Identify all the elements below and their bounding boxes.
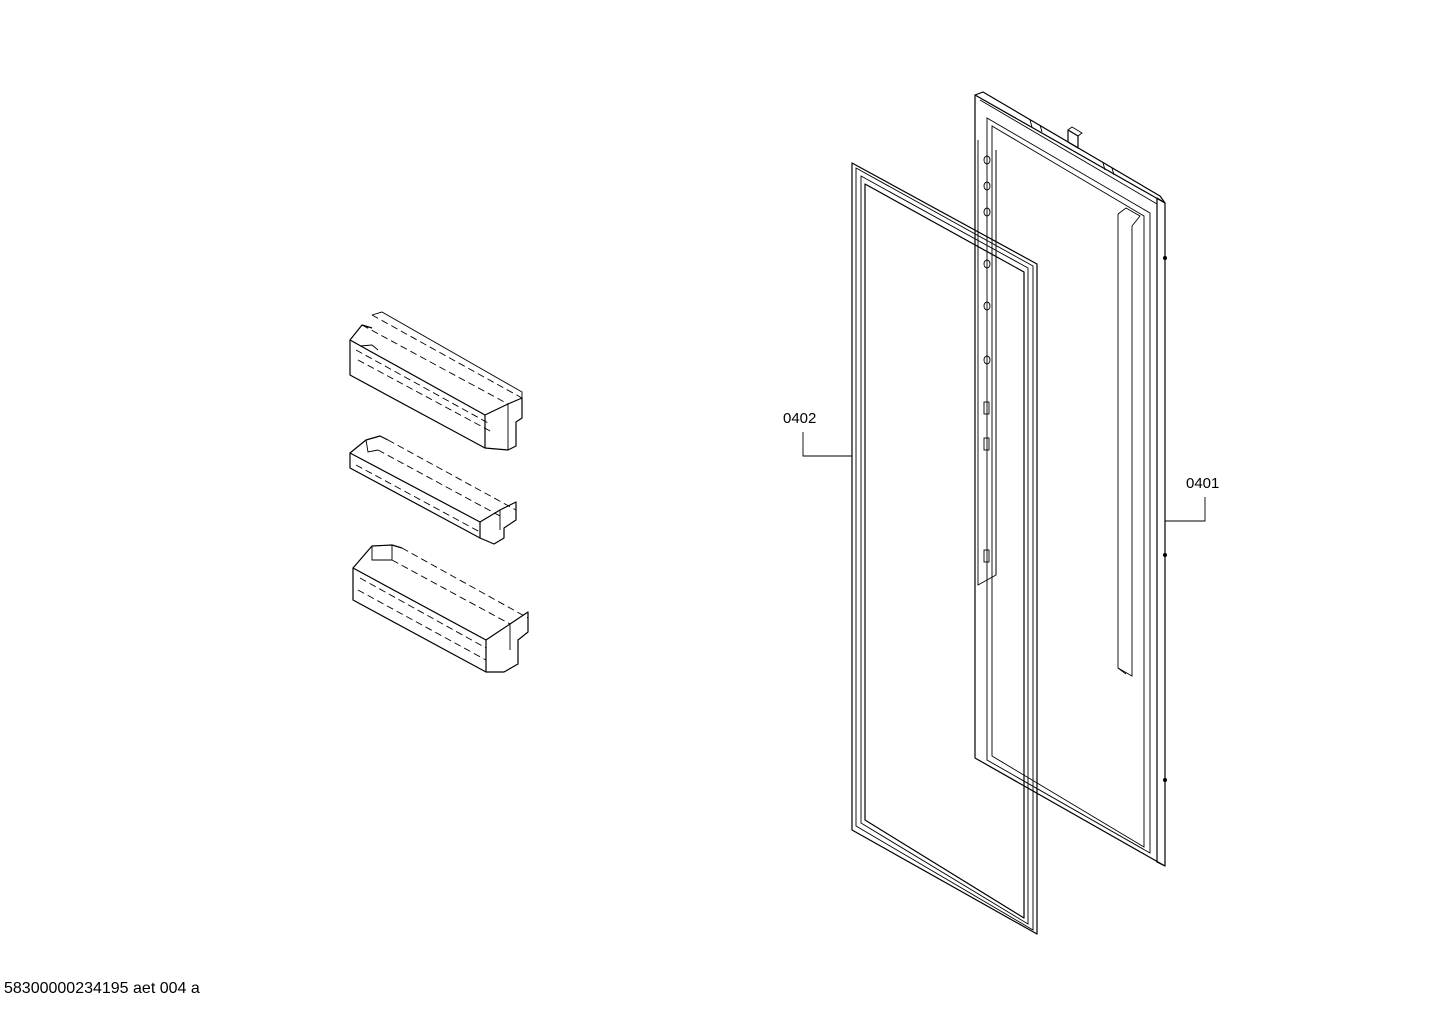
door-gasket	[851, 162, 1038, 935]
callout-label-0401: 0401	[1186, 475, 1219, 492]
drawing-code: 58300000234195 aet 004 a	[4, 980, 200, 997]
callout-0402: 0402	[783, 410, 852, 457]
callout-0401: 0401	[1165, 475, 1219, 522]
callout-label-0402: 0402	[783, 410, 816, 427]
door-shelf-lower	[352, 544, 529, 673]
door-shelf-middle	[349, 435, 517, 545]
door-inner-liner	[974, 91, 1167, 867]
door-shelf-upper	[349, 311, 523, 451]
